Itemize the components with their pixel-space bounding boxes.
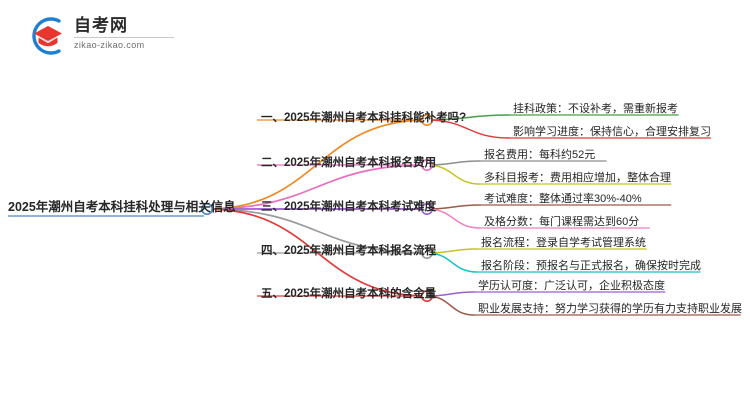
graduation-cap-icon <box>32 17 62 55</box>
branch-trunk-2 <box>206 164 428 210</box>
branch-node-1 <box>420 114 433 127</box>
branch-trunk-4 <box>206 208 428 254</box>
logo-text: 自考网 zikao-zikao.com <box>74 16 178 50</box>
leaf-label-3-1[interactable]: 考试难度：整体通过率30%-40% <box>484 193 642 205</box>
logo-name-cn: 自考网 <box>74 16 128 35</box>
branch-node-5 <box>420 289 433 302</box>
branch-node-4 <box>420 247 433 260</box>
leaf-label-1-2[interactable]: 影响学习进度：保持信心，合理安排复习 <box>513 126 711 138</box>
leaf-connector-1-2 <box>426 119 510 139</box>
leaf-label-4-2[interactable]: 报名阶段：预报名与正式报名，确保按时完成 <box>481 260 701 272</box>
branch-node-3 <box>420 203 433 216</box>
leaf-label-2-2[interactable]: 多科目报考：费用相应增加，整体合理 <box>484 172 671 184</box>
leaf-connector-2-2 <box>426 164 481 185</box>
branch-label-1[interactable]: 一、2025年潮州自考本科挂科能补考吗? <box>261 112 467 124</box>
branch-label-2[interactable]: 二、2025年潮州自考本科报名费用 <box>261 157 437 169</box>
branch-node-2 <box>420 159 433 172</box>
leaf-label-5-2[interactable]: 职业发展支持：努力学习获得的学历有力支持职业发展 <box>478 303 742 315</box>
root-node-label: 2025年潮州自考本科挂科处理与相关信息 <box>8 200 236 214</box>
leaf-label-3-2[interactable]: 及格分数：每门课程需达到60分 <box>484 216 640 228</box>
branch-label-5[interactable]: 五、2025年潮州自考本科的含金量 <box>261 288 437 300</box>
leaf-label-5-1[interactable]: 学历认可度：广泛认可，企业积极态度 <box>478 280 665 292</box>
branch-label-3[interactable]: 三、2025年潮州自考本科考试难度 <box>261 201 437 213</box>
leaf-label-1-1[interactable]: 挂科政策：不设补考，需重新报考 <box>513 103 678 115</box>
site-logo: 自考网 zikao-zikao.com <box>26 12 176 60</box>
leaf-connector-3-2 <box>426 208 481 229</box>
branch-label-4[interactable]: 四、2025年潮州自考本科报名流程 <box>261 245 437 257</box>
branch-trunk-5 <box>206 208 428 297</box>
leaf-label-2-1[interactable]: 报名费用：每科约52元 <box>484 149 596 161</box>
leaf-connector-4-2 <box>426 252 478 273</box>
root-node <box>200 202 214 216</box>
leaf-label-4-1[interactable]: 报名流程：登录自学考试管理系统 <box>481 237 646 249</box>
logo-divider <box>74 37 174 38</box>
logo-name-en: zikao-zikao.com <box>74 40 145 50</box>
